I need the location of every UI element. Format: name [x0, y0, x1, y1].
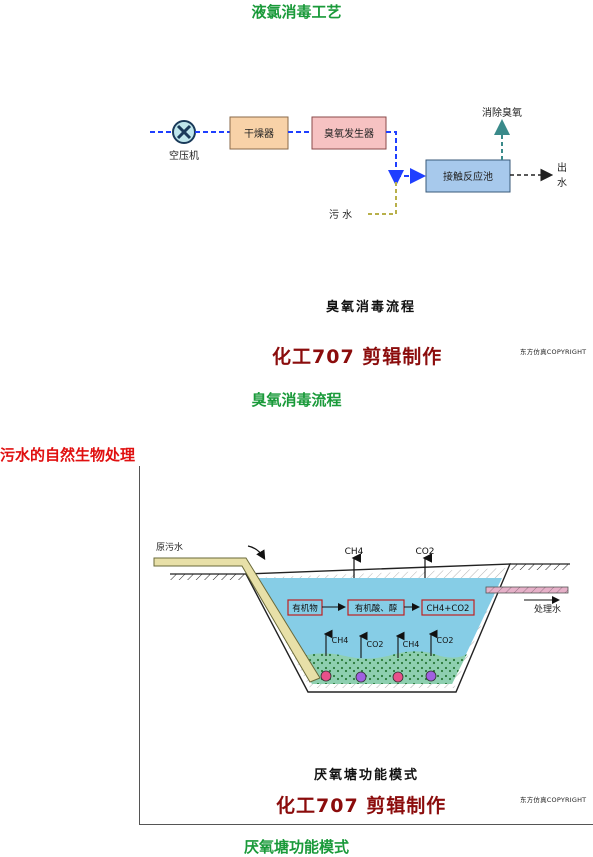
pond-copyright: 东方仿真COPYRIGHT: [520, 796, 587, 804]
out-water-label-1: 出: [557, 161, 567, 174]
gas-label-1: CH4: [345, 547, 364, 557]
pond-outline: [244, 563, 512, 693]
ozone-copyright: 东方仿真COPYRIGHT: [520, 348, 587, 356]
bottom-ch4-label-1: CH4: [332, 636, 349, 645]
dryer-label: 干燥器: [244, 128, 274, 140]
microbe-4: [425, 670, 437, 682]
products-label: CH4+CO2: [427, 604, 470, 614]
gas-label-2: CO2: [415, 547, 434, 557]
ozone-generator-label: 臭氧发生器: [324, 127, 374, 140]
microbe-1: [320, 670, 332, 682]
section1-subtitle: 臭氧消毒流程: [251, 391, 342, 409]
ozone-caption: 臭氧消毒流程: [326, 300, 417, 315]
products-box: [421, 599, 475, 616]
ground-left-hatch: [170, 574, 246, 580]
remove-ozone-label: 消除臭氧: [482, 106, 522, 119]
bottom-co2-label-2: CO2: [437, 636, 454, 645]
raw-sewage-label: 原污水: [156, 541, 183, 553]
contact-tank-label: 接触反应池: [443, 170, 493, 183]
microbe-3: [392, 671, 404, 683]
pond-brand: 化工707 剪辑制作: [276, 795, 447, 817]
out-water-label-2: 水: [557, 177, 567, 189]
section1-title: 液氯消毒工艺: [251, 3, 342, 21]
acids-label: 有机酸、醇: [355, 603, 398, 614]
inlet-flow-arrow: [247, 545, 266, 561]
treated-water-label: 处理水: [534, 603, 561, 615]
ozone-generator-box: [311, 116, 387, 150]
pond-caption: 厌氧塘功能模式: [314, 768, 420, 783]
bottom-ch4-label-2: CH4: [403, 640, 420, 649]
sewage-label: 污 水: [329, 209, 352, 221]
section2-subtitle: 厌氧塘功能模式: [243, 838, 349, 856]
section2-title: 污水的自然生物处理: [0, 446, 136, 464]
bottom-co2-label-1: CO2: [367, 640, 384, 649]
ozone-flow-diagram: 空压机 干燥器 臭氧发生器 污 水 接触反应池 消除臭氧 出 水: [150, 106, 567, 221]
ozone-diagram-panel: 空压机 干燥器 臭氧发生器 污 水 接触反应池 消除臭氧 出 水 臭氧消毒流程 …: [140, 24, 593, 376]
ground-right-hatch: [510, 564, 570, 570]
line-generator-down: [386, 131, 404, 186]
anaerobic-pond-diagram: 原污水 处理水 CH4 CO2 有机物 有机酸、醇 CH4+CO2 CH4 CO…: [153, 541, 570, 693]
ozone-brand: 化工707 剪辑制作: [272, 346, 443, 368]
contact-tank-box: [425, 159, 511, 193]
anaerobic-pond-panel: 原污水 处理水 CH4 CO2 有机物 有机酸、醇 CH4+CO2 CH4 CO…: [139, 466, 593, 825]
inlet-pipe: [153, 557, 321, 683]
organic-label: 有机物: [292, 603, 318, 614]
air-compressor-label: 空压机: [169, 149, 199, 162]
sewage-line: [368, 182, 397, 215]
sludge-layer: [296, 651, 467, 684]
air-compressor-icon: [172, 120, 196, 144]
microbe-2: [355, 671, 367, 683]
dryer-box: [229, 116, 289, 150]
